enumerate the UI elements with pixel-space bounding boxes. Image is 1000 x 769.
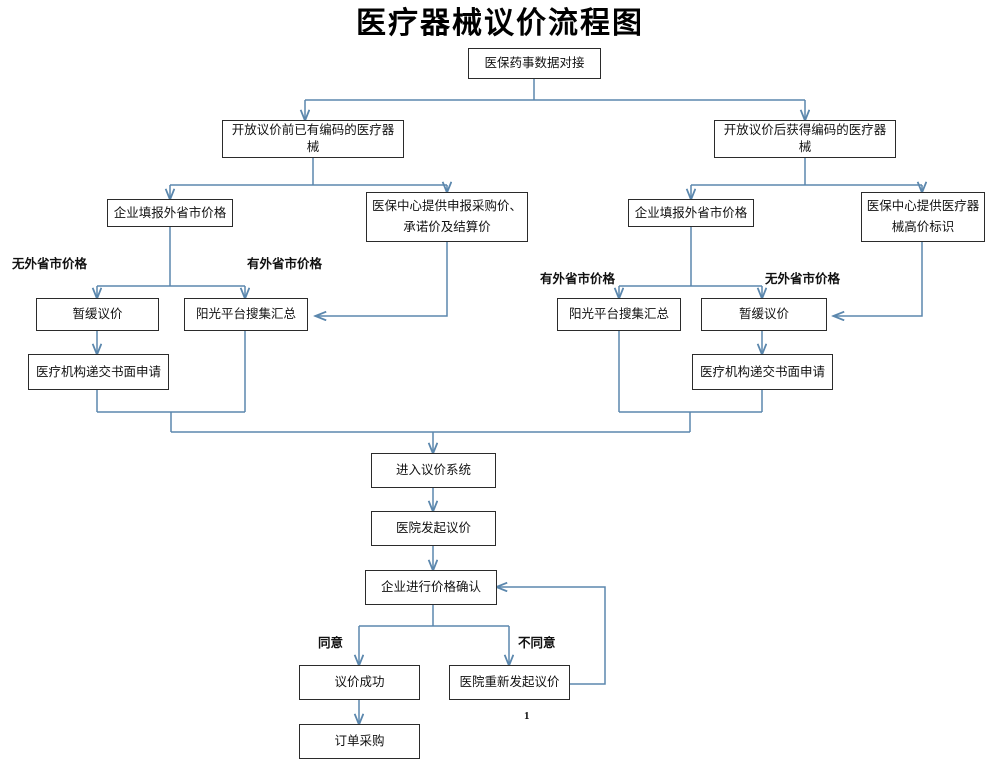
node-negotiation-success-label: 议价成功 (334, 675, 385, 689)
node-start[interactable]: 医保药事数据对接 (468, 48, 601, 79)
node-left-sunshine-label: 阳光平台搜集汇总 (195, 307, 296, 321)
node-enter-system-label: 进入议价系统 (395, 463, 471, 477)
node-left-written-application-label: 医疗机构递交书面申请 (35, 364, 161, 379)
node-right-insurance-center[interactable]: 医保中心提供医疗器械高价标识 (861, 192, 985, 242)
node-hospital-initiate-label: 医院发起议价 (395, 521, 471, 535)
node-left-enterprise-report[interactable]: 企业填报外省市价格 (107, 199, 233, 227)
node-left-enterprise-report-label: 企业填报外省市价格 (113, 205, 227, 220)
node-right-suspend[interactable]: 暂缓议价 (701, 298, 827, 331)
wire-left-insurance-to-sunshine (316, 242, 448, 316)
node-right-suspend-label: 暂缓议价 (738, 307, 789, 321)
node-right-sunshine-label: 阳光平台搜集汇总 (568, 307, 669, 321)
node-enterprise-confirm[interactable]: 企业进行价格确认 (365, 570, 497, 605)
node-hospital-reinitiate[interactable]: 医院重新发起议价 (449, 665, 570, 700)
edge-label-right-has-price: 有外省市价格 (540, 272, 616, 286)
node-branch-right-label: 开放议价后获得编码的医疗器械 (723, 123, 887, 154)
node-left-insurance-center[interactable]: 医保中心提供申报采购价、承诺价及结算价 (366, 192, 528, 242)
node-order-purchase-label: 订单采购 (334, 734, 385, 748)
node-right-sunshine[interactable]: 阳光平台搜集汇总 (557, 298, 681, 331)
node-left-suspend-label: 暂缓议价 (72, 307, 123, 321)
node-branch-right[interactable]: 开放议价后获得编码的医疗器械 (714, 120, 896, 158)
node-left-suspend[interactable]: 暂缓议价 (36, 298, 159, 331)
node-branch-left-label: 开放议价前已有编码的医疗器械 (231, 123, 395, 154)
node-right-insurance-center-label: 医保中心提供医疗器械高价标识 (866, 199, 980, 234)
node-branch-left[interactable]: 开放议价前已有编码的医疗器械 (222, 120, 404, 158)
node-right-written-application[interactable]: 医疗机构递交书面申请 (692, 354, 833, 390)
node-left-sunshine[interactable]: 阳光平台搜集汇总 (184, 298, 308, 331)
page-number: 1 (524, 710, 530, 722)
node-hospital-reinitiate-label: 医院重新发起议价 (459, 675, 560, 689)
node-enter-system[interactable]: 进入议价系统 (371, 453, 496, 488)
edge-label-disagree: 不同意 (518, 636, 556, 650)
node-start-label: 医保药事数据对接 (484, 56, 585, 70)
edge-label-left-has-price: 有外省市价格 (247, 257, 323, 271)
node-right-enterprise-report[interactable]: 企业填报外省市价格 (628, 199, 754, 227)
node-enterprise-confirm-label: 企业进行价格确认 (380, 580, 481, 594)
node-right-enterprise-report-label: 企业填报外省市价格 (634, 205, 748, 220)
edge-label-left-no-price: 无外省市价格 (12, 257, 88, 271)
node-right-written-application-label: 医疗机构递交书面申请 (699, 364, 825, 379)
node-order-purchase[interactable]: 订单采购 (299, 724, 420, 759)
edge-label-right-no-price: 无外省市价格 (765, 272, 841, 286)
node-negotiation-success[interactable]: 议价成功 (299, 665, 420, 700)
edge-label-agree: 同意 (318, 636, 344, 650)
node-left-insurance-center-label: 医保中心提供申报采购价、承诺价及结算价 (371, 199, 522, 234)
node-left-written-application[interactable]: 医疗机构递交书面申请 (28, 354, 169, 390)
page-title: 医疗器械议价流程图 (356, 7, 644, 40)
wire-feedback-loop (497, 587, 606, 685)
node-hospital-initiate[interactable]: 医院发起议价 (371, 511, 496, 546)
wire-right-insurance-to-suspend (834, 242, 923, 316)
